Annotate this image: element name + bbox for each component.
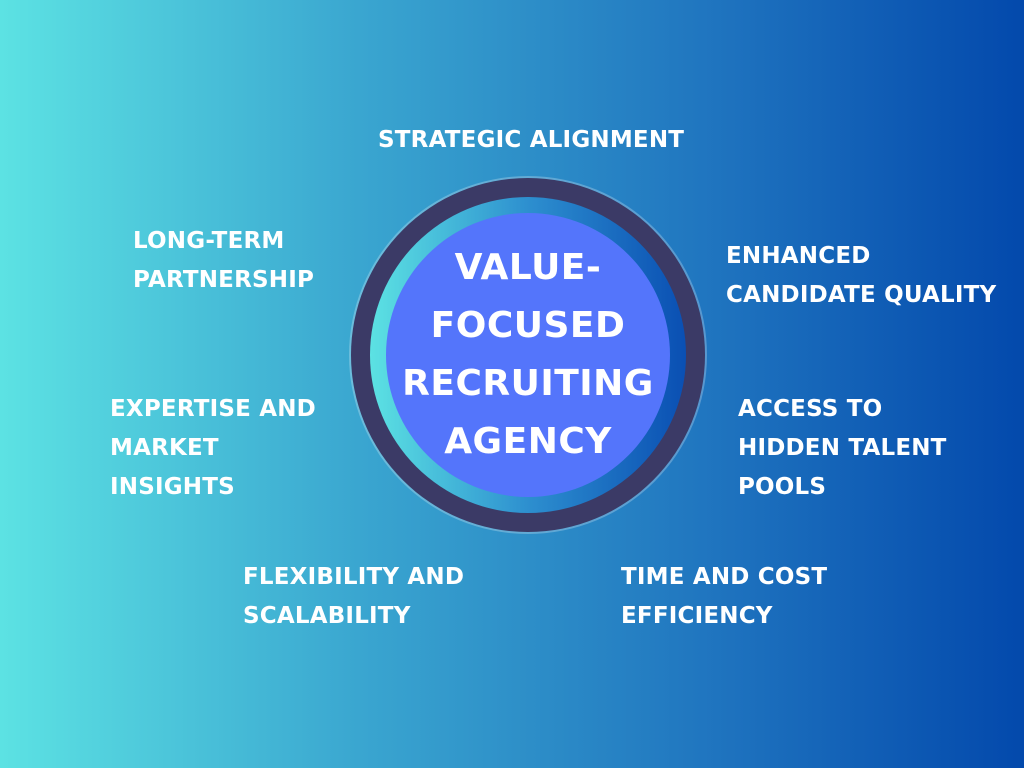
label-enhanced-candidate-quality: ENHANCED CANDIDATE QUALITY <box>726 243 997 308</box>
label-time-cost-efficiency: TIME AND COST EFFICIENCY <box>621 564 828 629</box>
center-title: VALUE- FOCUSED RECRUITING AGENCY <box>402 247 654 462</box>
label-access-hidden-talent: ACCESS TO HIDDEN TALENT POOLS <box>738 396 947 500</box>
label-long-term-partnership: LONG-TERM PARTNERSHIP <box>133 228 315 293</box>
label-flexibility-scalability: FLEXIBILITY AND SCALABILITY <box>243 564 465 629</box>
label-strategic-alignment: STRATEGIC ALIGNMENT <box>378 127 685 153</box>
label-expertise-market-insights: EXPERTISE AND MARKET INSIGHTS <box>110 396 316 500</box>
center-circle: VALUE- FOCUSED RECRUITING AGENCY <box>386 213 670 497</box>
